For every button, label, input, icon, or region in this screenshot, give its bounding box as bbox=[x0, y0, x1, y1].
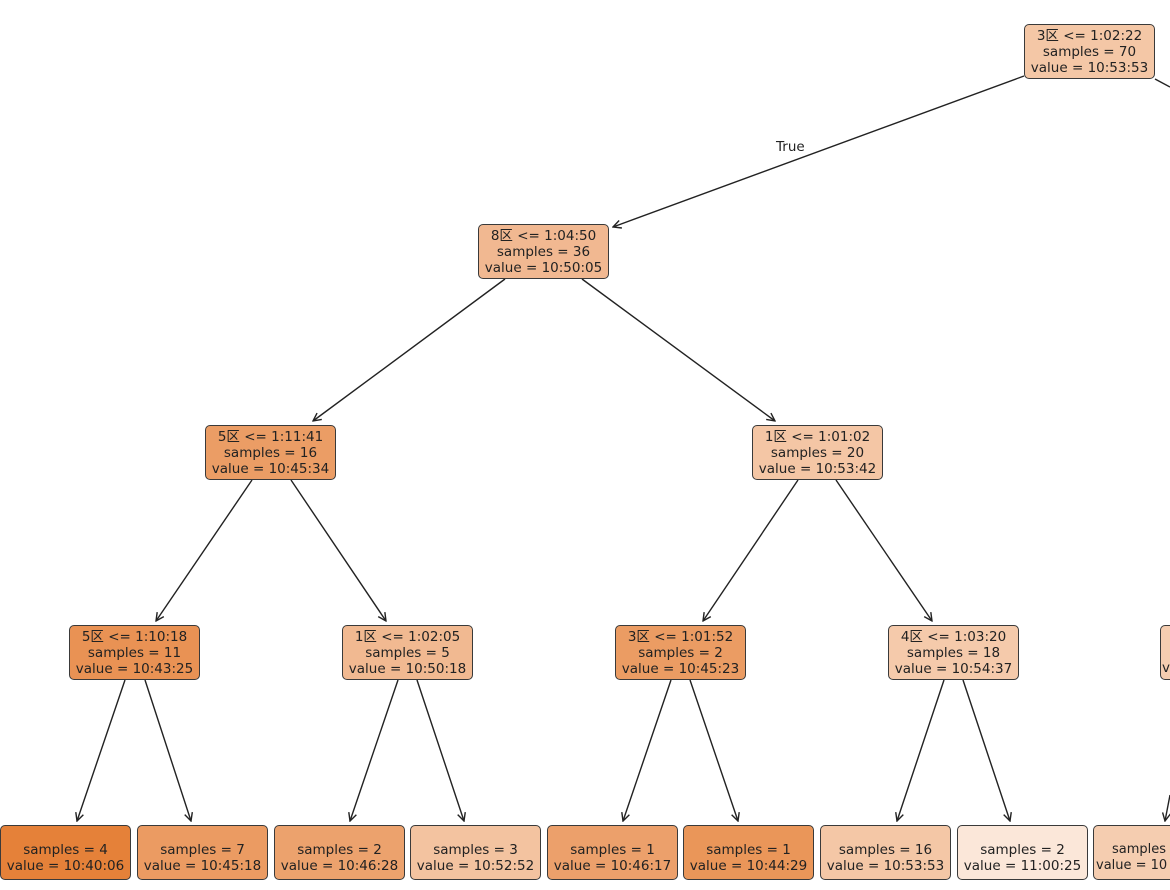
edge-n7-leaf6 bbox=[897, 679, 945, 821]
tree-node: 5区 <= 1:10:18 samples = 11 value = 10:43… bbox=[69, 625, 200, 680]
node-samples: samples = 16 bbox=[838, 841, 933, 858]
tree-leaf: samples = 4 value = 10:40:06 bbox=[0, 825, 131, 880]
node-samples: samples = 2 bbox=[297, 841, 382, 858]
edge-label-true: True bbox=[776, 139, 805, 155]
node-samples: samples = 3 bbox=[433, 841, 518, 858]
node-value: value = 10:53:53 bbox=[1030, 59, 1149, 76]
tree-node: 3区 <= 1:01:52 samples = 2 value = 10:45:… bbox=[615, 625, 746, 680]
tree-leaf: samples = 16 value = 10:53:53 bbox=[820, 825, 951, 880]
node-value: value = 10:54:37 bbox=[894, 660, 1013, 677]
tree-leaf: samples = 2 value = 10:46:28 bbox=[274, 825, 405, 880]
edge-n1-n2 bbox=[313, 278, 506, 421]
node-value: value = 10:53:42 bbox=[758, 460, 877, 477]
node-condition: 5区 <= 1:10:18 bbox=[81, 628, 188, 645]
node-value: value = 10:44:29 bbox=[689, 857, 808, 874]
node-samples: samples = 5 bbox=[365, 644, 450, 661]
node-condition: 1区 <= 1:02:05 bbox=[354, 628, 461, 645]
tree-node-partial: v bbox=[1160, 625, 1170, 680]
node-value: value = 10:43:25 bbox=[75, 660, 194, 677]
node-value: value = 10:46:17 bbox=[553, 857, 672, 874]
node-samples: samples = 7 bbox=[160, 841, 245, 858]
node-samples: samples = 2 bbox=[980, 841, 1065, 858]
tree-leaf: samples = 1 value = 10:46:17 bbox=[547, 825, 678, 880]
node-value: value = 10:52:52 bbox=[416, 857, 535, 874]
edge-n6-leaf5 bbox=[689, 679, 738, 821]
node-value: v bbox=[1162, 660, 1170, 676]
node-value: value = 10:40:06 bbox=[6, 857, 125, 874]
edge-root-right bbox=[1154, 78, 1170, 88]
node-samples: samples = 18 bbox=[906, 644, 1001, 661]
node-value: value = 10:50:05 bbox=[484, 259, 603, 276]
node-value: value = 10:45:34 bbox=[211, 460, 330, 477]
edge-n7-leaf7 bbox=[962, 679, 1010, 821]
tree-node-root: 3区 <= 1:02:22 samples = 70 value = 10:53… bbox=[1024, 24, 1155, 79]
node-value: value = 10:46:28 bbox=[280, 857, 399, 874]
node-value: value = 10:45:18 bbox=[143, 857, 262, 874]
edge-n2-n5 bbox=[290, 479, 386, 621]
node-samples: samples = 4 bbox=[23, 841, 108, 858]
node-samples: samples bbox=[1112, 841, 1167, 857]
node-condition: 3区 <= 1:01:52 bbox=[627, 628, 734, 645]
node-samples: samples = 2 bbox=[638, 644, 723, 661]
node-samples: samples = 20 bbox=[770, 444, 865, 461]
node-value: value = 10:50:18 bbox=[348, 660, 467, 677]
node-value: value = 10:45:23 bbox=[621, 660, 740, 677]
node-samples: samples = 36 bbox=[496, 243, 591, 260]
tree-node: 1区 <= 1:02:05 samples = 5 value = 10:50:… bbox=[342, 625, 473, 680]
node-samples: samples = 1 bbox=[706, 841, 791, 858]
tree-leaf-partial: samples value = 10 bbox=[1093, 825, 1170, 880]
node-value: value = 11:00:25 bbox=[963, 857, 1082, 874]
edge-n5-leaf2 bbox=[350, 679, 399, 821]
tree-leaf: samples = 1 value = 10:44:29 bbox=[683, 825, 814, 880]
node-value: value = 10:53:53 bbox=[826, 857, 945, 874]
node-samples: samples = 11 bbox=[87, 644, 182, 661]
edge-n2-n4 bbox=[156, 479, 253, 621]
tree-node: 5区 <= 1:11:41 samples = 16 value = 10:45… bbox=[205, 425, 336, 480]
tree-node: 8区 <= 1:04:50 samples = 36 value = 10:50… bbox=[478, 224, 609, 279]
edge-n3-n6 bbox=[703, 479, 799, 621]
tree-node: 1区 <= 1:01:02 samples = 20 value = 10:53… bbox=[752, 425, 883, 480]
tree-node: 4区 <= 1:03:20 samples = 18 value = 10:54… bbox=[888, 625, 1019, 680]
tree-leaf: samples = 7 value = 10:45:18 bbox=[137, 825, 268, 880]
node-samples: samples = 70 bbox=[1042, 43, 1137, 60]
edge-n3-n7 bbox=[835, 479, 932, 621]
edge-n5-leaf3 bbox=[416, 679, 464, 821]
edge-root-n1 bbox=[613, 75, 1025, 227]
edge-n8-leaf8 bbox=[1165, 794, 1170, 821]
node-samples: samples = 1 bbox=[570, 841, 655, 858]
node-condition: 1区 <= 1:01:02 bbox=[764, 428, 871, 445]
tree-leaf: samples = 3 value = 10:52:52 bbox=[410, 825, 541, 880]
edge-n1-n3 bbox=[581, 278, 775, 421]
edge-n4-leaf0 bbox=[77, 679, 126, 821]
node-value: value = 10 bbox=[1096, 857, 1168, 873]
edge-n4-leaf1 bbox=[144, 679, 191, 821]
tree-leaf: samples = 2 value = 11:00:25 bbox=[957, 825, 1088, 880]
node-condition: 8区 <= 1:04:50 bbox=[490, 227, 597, 244]
node-samples: samples = 16 bbox=[223, 444, 318, 461]
node-condition: 3区 <= 1:02:22 bbox=[1036, 27, 1143, 44]
edge-n6-leaf4 bbox=[623, 679, 672, 821]
node-condition: 4区 <= 1:03:20 bbox=[900, 628, 1007, 645]
node-condition: 5区 <= 1:11:41 bbox=[217, 428, 324, 445]
